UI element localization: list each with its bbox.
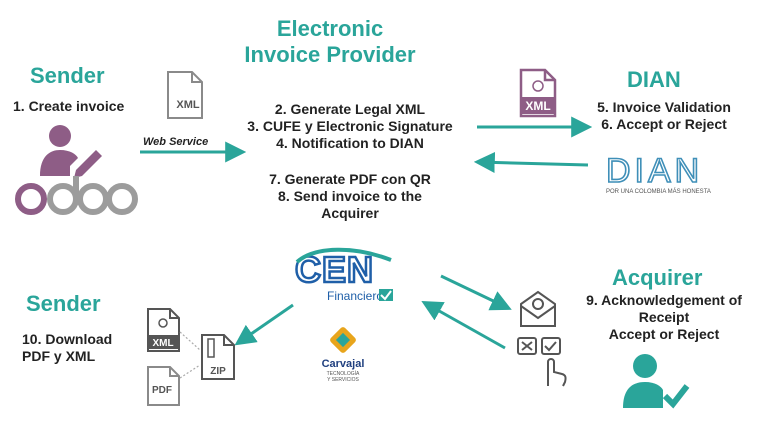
step-2: 2. Generate Legal XML bbox=[274, 101, 426, 117]
step-8-line2: Acquirer bbox=[321, 205, 379, 221]
cen-sub-text: Financiero bbox=[327, 289, 383, 303]
step-6: 6. Accept or Reject bbox=[601, 116, 727, 132]
web-service-label: Web Service bbox=[143, 136, 209, 148]
arrow-cen-to-sender bbox=[234, 303, 294, 346]
pdf-icon-label: PDF bbox=[152, 385, 172, 396]
user-check-icon bbox=[623, 354, 690, 409]
dian-logo: DIAN POR UNA COLOMBIA MÁS HONESTA bbox=[605, 151, 711, 195]
provider-steps-upper: 2. Generate Legal XML 3. CUFE y Electron… bbox=[225, 101, 475, 152]
step-1: 1. Create invoice bbox=[13, 98, 125, 114]
dian-logo-tagline: POR UNA COLOMBIA MÁS HONESTA bbox=[606, 188, 711, 195]
provider-steps-lower: 7. Generate PDF con QR 8. Send invoice t… bbox=[225, 171, 475, 222]
connector-xml-zip bbox=[179, 331, 201, 351]
zip-file-icon: ZIP bbox=[201, 334, 235, 380]
zip-icon-label: ZIP bbox=[210, 366, 226, 377]
cen-logo: CEN Financiero bbox=[294, 248, 393, 303]
provider-title: Electronic Invoice Provider bbox=[225, 16, 435, 68]
acquirer-title: Acquirer bbox=[612, 265, 703, 290]
step-5: 5. Invoice Validation bbox=[597, 99, 731, 115]
xml-file-icon-bottom: XML bbox=[147, 308, 180, 352]
carvajal-logo: Carvajal TECNOLOGÍA Y SERVICIOS bbox=[322, 327, 365, 383]
user-edit-icon bbox=[40, 125, 102, 178]
step-3: 3. CUFE y Electronic Signature bbox=[247, 118, 453, 134]
step-4: 4. Notification to DIAN bbox=[276, 135, 424, 151]
sender-bottom-title: Sender bbox=[26, 291, 101, 316]
dian-steps: 5. Invoice Validation 6. Accept or Rejec… bbox=[574, 99, 754, 133]
xml-icon-bottom-label: XML bbox=[152, 338, 173, 349]
arrow-acquirer-to-provider bbox=[421, 300, 506, 350]
carvajal-tag2: Y SERVICIOS bbox=[327, 377, 359, 383]
step-9-line2: Receipt bbox=[638, 309, 690, 325]
arrow-dian-to-provider bbox=[473, 151, 589, 173]
provider-title-line1: Electronic bbox=[276, 16, 384, 41]
xml-file-icon-dian: XML bbox=[519, 68, 557, 118]
step-10-line2: PDF y XML bbox=[22, 348, 96, 364]
dian-logo-text: DIAN bbox=[606, 152, 703, 190]
odoo-logo bbox=[15, 176, 138, 215]
step-7: 7. Generate PDF con QR bbox=[269, 171, 431, 187]
xml-icon-dian-label: XML bbox=[525, 99, 550, 113]
step-9-line1: 9. Acknowledgement of bbox=[586, 292, 742, 308]
sender-top-title: Sender bbox=[30, 63, 105, 88]
select-hand-icon bbox=[517, 337, 567, 387]
carvajal-name: Carvajal bbox=[322, 358, 365, 370]
provider-title-line2: Invoice Provider bbox=[244, 42, 416, 67]
xml-icon-top-label: XML bbox=[176, 99, 200, 111]
step-9-line3: Accept or Reject bbox=[608, 326, 720, 342]
email-envelope-icon bbox=[520, 290, 556, 327]
step-10: 10. Download PDF y XML bbox=[22, 331, 112, 365]
step-10-line1: 10. Download bbox=[22, 331, 113, 347]
xml-file-icon-top: XML bbox=[167, 71, 203, 119]
pdf-file-icon: PDF bbox=[147, 366, 180, 406]
arrow-provider-to-acquirer bbox=[440, 274, 512, 311]
connector-pdf-zip bbox=[179, 364, 201, 379]
carvajal-tag1: TECNOLOGÍA bbox=[327, 370, 360, 377]
acquirer-steps: 9. Acknowledgement of Receipt Accept or … bbox=[566, 292, 762, 343]
step-8-line1: 8. Send invoice to the bbox=[278, 188, 422, 204]
dian-title: DIAN bbox=[627, 67, 681, 92]
